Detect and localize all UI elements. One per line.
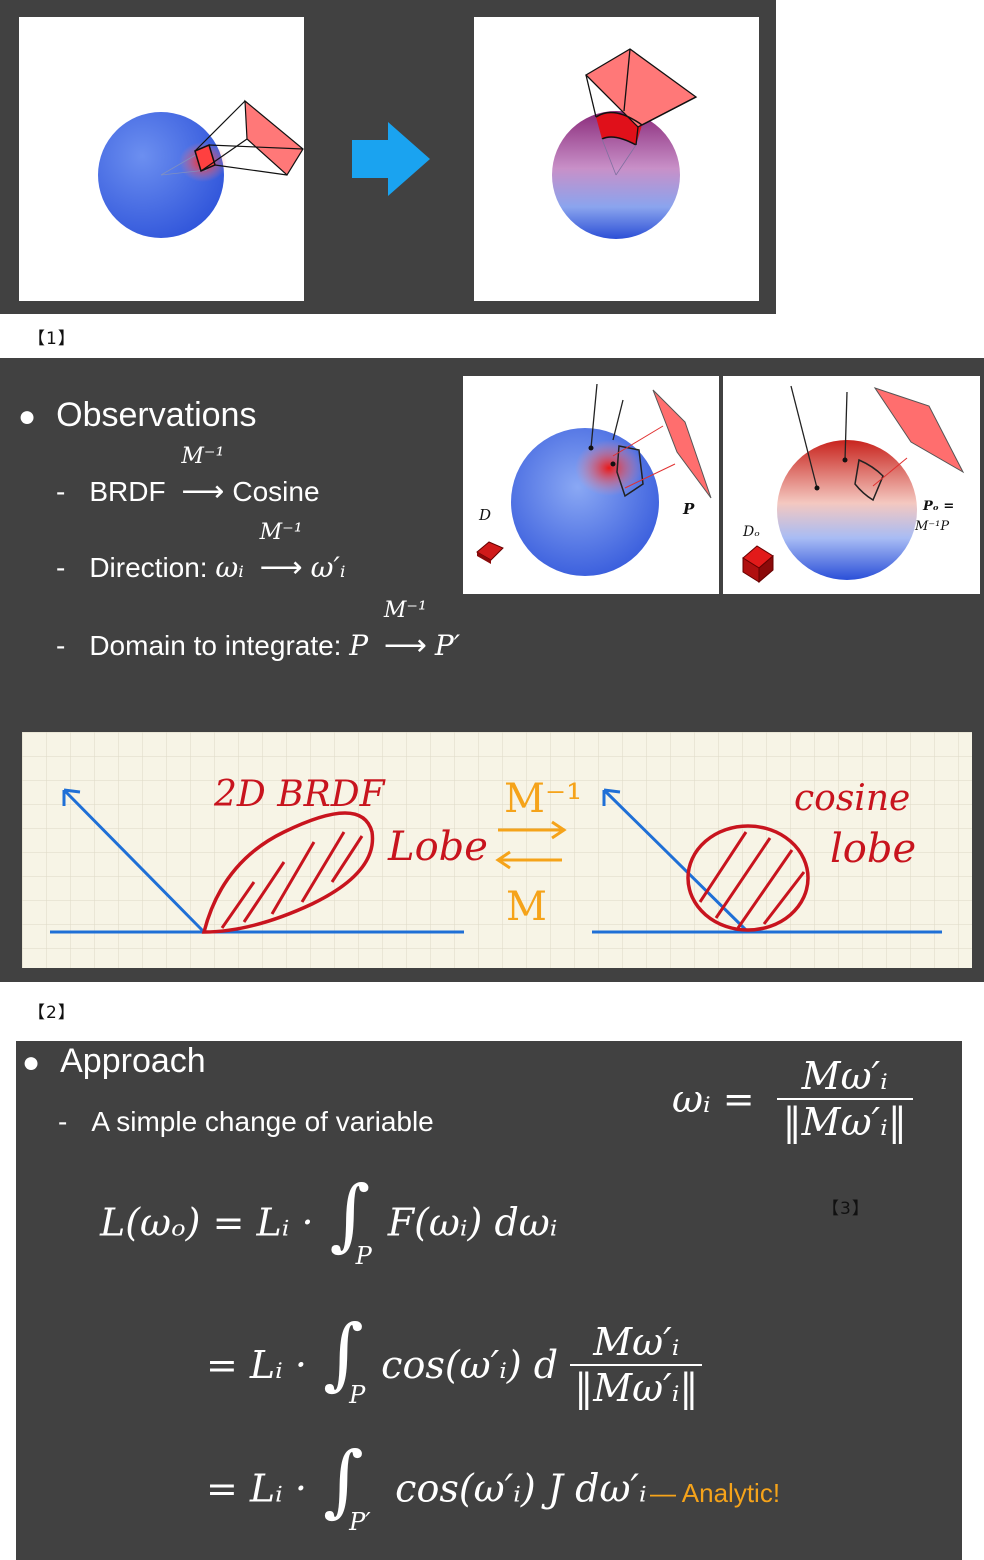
- svg-text:Lobe: Lobe: [387, 824, 488, 870]
- change-of-variable-formula: ωᵢ = Mω′ᵢ ‖Mω′ᵢ‖: [672, 1054, 913, 1144]
- polygon-on-sphere-figure: D P: [463, 376, 719, 594]
- svg-text:M: M: [506, 884, 547, 930]
- equation-line-3: = Lᵢ · ∫ P′ cos(ω′ᵢ) J dω′ᵢ: [206, 1436, 647, 1536]
- svg-text:P: P: [682, 500, 695, 518]
- svg-text:M⁻¹: M⁻¹: [504, 776, 582, 822]
- svg-text:Pₒ =: Pₒ =: [922, 499, 954, 514]
- approach-item-change-of-variable: -A simple change of variable: [58, 1106, 434, 1137]
- svg-text:Dₒ: Dₒ: [742, 524, 760, 540]
- reference-label-3: 【3】: [822, 1199, 870, 1219]
- approach-heading: ●Approach: [22, 1042, 206, 1080]
- svg-text:lobe: lobe: [830, 826, 916, 872]
- svg-text:cosine: cosine: [794, 778, 910, 819]
- reference-label-1: 【1】: [28, 329, 76, 349]
- transformed-polygon-figure: Dₒ Pₒ = M⁻¹P: [723, 376, 980, 594]
- sphere-figure-after: [474, 17, 759, 301]
- brdf-lobe-sketch: 2D BRDF Lobe M⁻¹ M cosine lobe: [22, 732, 972, 968]
- equation-line-2: = Lᵢ · ∫ P cos(ω′ᵢ) d Mω′ᵢ ‖Mω′ᵢ‖: [206, 1309, 703, 1410]
- observations-heading: ●Observations: [18, 396, 257, 434]
- observation-brdf-to-cosine: -BRDF M⁻¹⟶Cosine: [56, 444, 320, 508]
- observation-direction: -Direction: ωᵢ M⁻¹⟶ω′ᵢ: [56, 520, 346, 584]
- svg-text:M⁻¹P: M⁻¹P: [914, 519, 949, 534]
- reference-label-2: 【2】: [28, 1003, 76, 1023]
- analytic-note: — Analytic!: [650, 1478, 781, 1508]
- transform-arrow-icon: [352, 122, 430, 196]
- svg-text:2D BRDF: 2D BRDF: [213, 774, 387, 815]
- equation-line-1: L(ωₒ) = Lᵢ · ∫ P F(ωᵢ) dωᵢ: [100, 1170, 558, 1270]
- svg-text:D: D: [478, 506, 491, 524]
- observation-domain: -Domain to integrate: P M⁻¹⟶P′: [56, 598, 461, 662]
- approach-panel: [16, 1041, 962, 1560]
- sphere-figure-before: [19, 17, 304, 301]
